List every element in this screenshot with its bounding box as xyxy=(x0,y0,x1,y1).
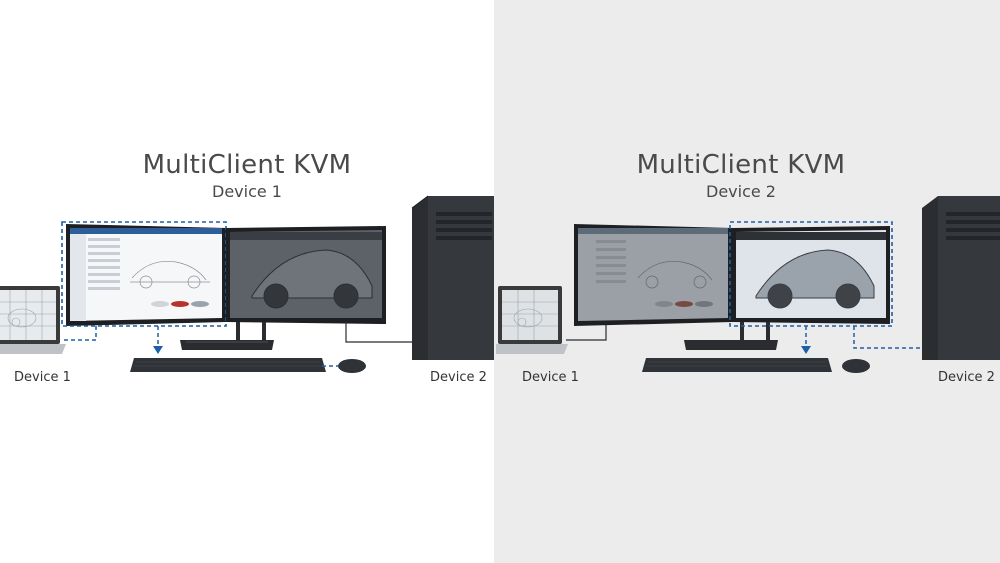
tower-pc-icon xyxy=(922,196,1000,360)
active-screen-highlight xyxy=(729,221,893,327)
mouse-icon xyxy=(842,359,870,373)
monitor-icon xyxy=(180,226,386,350)
monitor-icon xyxy=(574,224,732,326)
kvm-setup-illustration xyxy=(496,196,1000,373)
keyboard-icon xyxy=(130,358,326,372)
panel-subtitle: Device 1 xyxy=(212,182,282,201)
device-1-label: Device 1 xyxy=(14,370,71,385)
keyboard-icon xyxy=(642,358,832,372)
panel-title: MultiClient KVM xyxy=(636,150,846,180)
device-2-label: Device 2 xyxy=(430,370,487,385)
monitor-icon xyxy=(60,218,226,326)
mouse-icon xyxy=(338,359,366,373)
device-2-label: Device 2 xyxy=(938,370,995,385)
monitor-icon xyxy=(684,226,890,350)
panel-device-1: MultiClient KVM Device 1 xyxy=(0,0,494,563)
panel-title: MultiClient KVM xyxy=(142,150,352,180)
panel-device-2: MultiClient KVM Device 2 xyxy=(494,0,1000,563)
panel-subtitle: Device 2 xyxy=(706,182,776,201)
kvm-setup-illustration xyxy=(0,195,494,373)
tower-pc-icon xyxy=(411,195,494,360)
device-1-label: Device 1 xyxy=(522,370,579,385)
laptop-icon xyxy=(496,286,568,354)
active-screen-highlight xyxy=(61,221,227,327)
laptop-icon xyxy=(0,286,66,354)
